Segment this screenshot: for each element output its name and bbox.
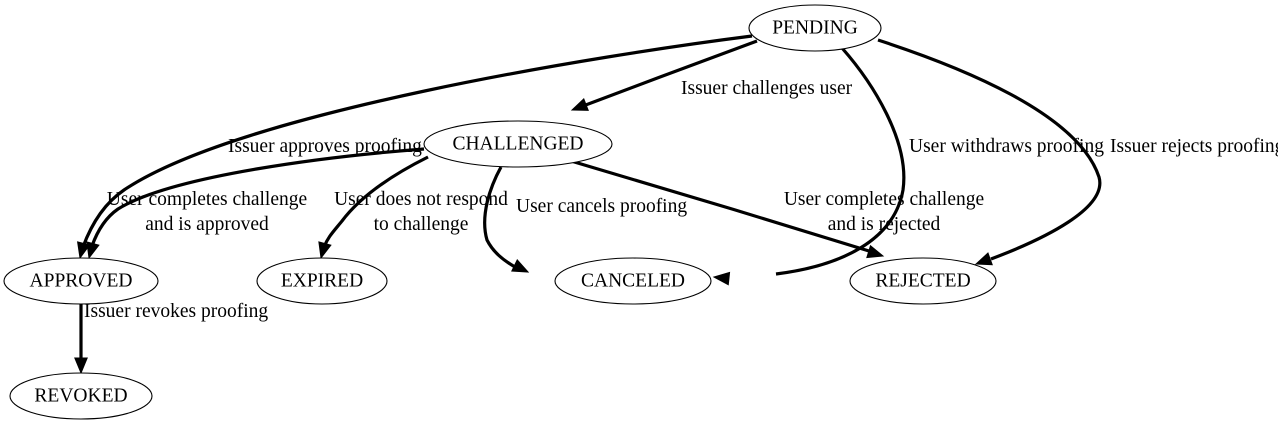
edge-label-text-pending-canceled: User withdraws proofing (909, 136, 1104, 157)
edge-label-pending-canceled: User withdraws proofing (909, 136, 1104, 157)
node-ellipse-challenged (423, 120, 613, 168)
edge-label-text-pending-approved: Issuer approves proofing (228, 136, 422, 157)
node-ellipse-expired (256, 257, 388, 305)
node-expired[interactable]: EXPIRED (256, 257, 388, 305)
edge-label-pending-approved: Issuer approves proofing (228, 136, 422, 157)
edge-label-approved-revoked: Issuer revokes proofing (84, 301, 268, 322)
edge-challenged-canceled (483, 166, 530, 273)
edge-line-challenged-canceled (483, 166, 516, 269)
node-label-revoked: REVOKED (34, 385, 127, 406)
edge-label-text-challenged-rejected-line1: User completes challenge (784, 189, 984, 210)
edge-challenged-expired (318, 155, 429, 260)
edge-label-text-challenged-approved-line1: User completes challenge (107, 189, 307, 210)
edge-pending-challenged (570, 39, 758, 111)
edge-label-text-challenged-expired-line2: to challenge (374, 214, 469, 235)
edge-label-text-challenged-expired-line1: User does not respond (334, 189, 508, 210)
node-ellipse-canceled (554, 257, 712, 305)
edge-arrowhead-challenged-expired (318, 241, 332, 260)
edge-label-pending-challenged: Issuer challenges user (681, 78, 853, 99)
edge-arrowhead-pending-challenged (570, 97, 589, 111)
edges-layer (74, 34, 1102, 375)
edge-arrowhead-pending-rejected (974, 252, 993, 266)
edge-line-challenged-rejected (570, 159, 870, 253)
edge-line-pending-approved (81, 34, 753, 248)
edge-arrowhead-pending-canceled (712, 271, 731, 286)
edge-challenged-rejected (570, 159, 885, 259)
edge-label-challenged-approved: User completes challenge and is approved (107, 189, 307, 235)
node-pending[interactable]: PENDING (748, 4, 882, 52)
edge-pending-rejected (877, 38, 1102, 266)
edge-line-pending-canceled (775, 46, 906, 276)
edge-label-text-challenged-approved-line2: and is approved (145, 214, 269, 235)
edge-approved-revoked (74, 304, 88, 375)
edge-label-text-challenged-canceled: User cancels proofing (516, 196, 687, 217)
edge-label-challenged-expired: User does not respond to challenge (334, 189, 508, 235)
node-label-pending: PENDING (772, 17, 858, 38)
edge-line-pending-challenged (582, 39, 758, 108)
edge-label-challenged-canceled: User cancels proofing (516, 196, 687, 217)
node-rejected[interactable]: REJECTED (849, 257, 997, 305)
edge-label-pending-rejected: Issuer rejects proofing (1110, 136, 1278, 157)
node-ellipse-rejected (849, 257, 997, 305)
edge-pending-canceled (712, 46, 906, 286)
edge-arrowhead-challenged-rejected (866, 244, 885, 259)
edge-label-challenged-rejected: User completes challenge and is rejected (784, 189, 984, 235)
node-label-challenged: CHALLENGED (452, 133, 583, 154)
edge-line-challenged-expired (322, 155, 429, 248)
node-canceled[interactable]: CANCELED (554, 257, 712, 305)
edge-line-challenged-approved (90, 147, 425, 247)
node-revoked[interactable]: REVOKED (9, 372, 153, 420)
edge-label-text-pending-rejected: Issuer rejects proofing (1110, 136, 1278, 157)
edge-arrowhead-challenged-canceled (511, 258, 530, 273)
edge-line-pending-rejected (877, 38, 1102, 261)
edge-challenged-approved (86, 147, 425, 260)
edge-label-text-challenged-rejected-line2: and is rejected (828, 214, 941, 235)
edge-label-text-approved-revoked: Issuer revokes proofing (84, 301, 268, 322)
node-ellipse-approved (3, 257, 159, 305)
nodes-layer: PENDING CHALLENGED APPROVED EXPIRED CANCELED… (3, 4, 997, 420)
node-ellipse-revoked (9, 372, 153, 420)
edge-label-text-pending-challenged: Issuer challenges user (681, 78, 853, 99)
node-challenged[interactable]: CHALLENGED (423, 120, 613, 168)
edge-arrowhead-approved-revoked (74, 357, 88, 375)
node-label-canceled: CANCELED (581, 270, 685, 291)
node-label-approved: APPROVED (30, 270, 133, 291)
edge-pending-approved (77, 34, 753, 260)
edge-arrowhead-pending-approved (77, 241, 91, 260)
edge-arrowhead-challenged-approved (86, 241, 100, 260)
node-label-rejected: REJECTED (875, 270, 970, 291)
node-label-expired: EXPIRED (281, 270, 363, 291)
node-ellipse-pending (748, 4, 882, 52)
node-approved[interactable]: APPROVED (3, 257, 159, 305)
